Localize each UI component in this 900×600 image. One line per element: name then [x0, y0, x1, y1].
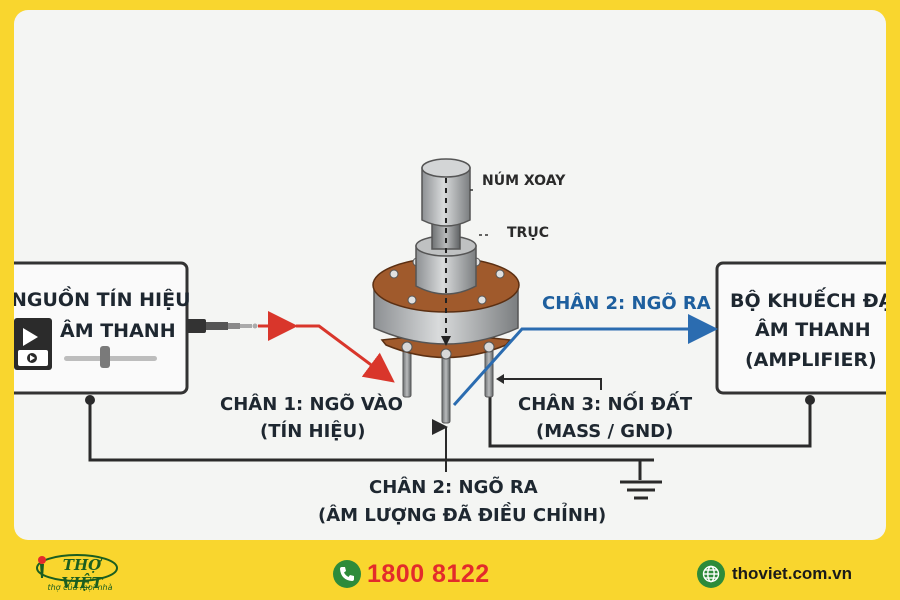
- media-player-icon: [14, 318, 52, 370]
- amplifier-box: BỘ KHUẾCH ĐẠI ÂM THANH (AMPLIFIER): [715, 261, 886, 395]
- amp-box-line2: ÂM THANH: [755, 318, 871, 341]
- pin-callouts: [432, 378, 602, 472]
- amp-box-line3: (AMPLIFIER): [745, 349, 877, 371]
- tho-viet-logo[interactable]: THỢ VIỆT thợ của mọi nhà: [30, 550, 125, 596]
- source-ground-node: [85, 395, 95, 405]
- output-top-label: CHÂN 2: NGÕ RA: [542, 291, 711, 314]
- shaft-label: TRỤC: [507, 225, 549, 241]
- volume-slider-icon: [64, 346, 157, 368]
- globe-icon: [697, 560, 725, 588]
- potentiometer: [372, 158, 520, 424]
- source-box-line2: ÂM THANH: [60, 319, 176, 342]
- footer-bar: THỢ VIỆT thợ của mọi nhà 1800 8122 thovi…: [0, 545, 900, 600]
- pin2-line1: CHÂN 2: NGÕ RA: [369, 475, 538, 498]
- potentiometer-wiring-diagram: NGUỒN TÍN HIỆU ÂM THANH: [14, 158, 886, 526]
- amp-box-line1: BỘ KHUẾCH ĐẠI: [730, 286, 886, 312]
- website-url: thoviet.com.vn: [732, 564, 852, 583]
- hotline[interactable]: 1800 8122: [333, 556, 490, 592]
- output-signal-wire: [452, 314, 718, 407]
- ground-wires: [88, 376, 812, 480]
- ground-icon: [620, 480, 662, 500]
- pin1-line1: CHÂN 1: NGÕ VÀO: [220, 392, 403, 415]
- pin3-line2: (MASS / GND): [536, 421, 673, 442]
- source-box-line1: NGUỒN TÍN HIỆU: [14, 285, 191, 311]
- phone-icon: [333, 560, 361, 588]
- logo-brand: THỢ VIỆT: [61, 556, 103, 592]
- knob-label: NÚM XOAY: [482, 171, 566, 189]
- amp-ground-node: [805, 395, 815, 405]
- website-link[interactable]: thoviet.com.vn: [697, 557, 852, 591]
- pin1-line2: (TÍN HIỆU): [260, 420, 365, 442]
- pin3-line1: CHÂN 3: NỐI ĐẤT: [518, 391, 693, 415]
- hotline-number: 1800 8122: [367, 559, 490, 588]
- logo-mark-icon: [36, 554, 118, 582]
- input-signal-wire: [258, 311, 395, 383]
- logo-tagline: thợ của mọi nhà: [47, 583, 113, 592]
- audio-jack-icon: [186, 319, 258, 333]
- pin2-line2: (ÂM LƯỢNG ĐÃ ĐIỀU CHỈNH): [318, 502, 606, 526]
- audio-source-box: NGUỒN TÍN HIỆU ÂM THANH: [14, 261, 258, 395]
- diagram-panel: NGUỒN TÍN HIỆU ÂM THANH: [14, 10, 886, 540]
